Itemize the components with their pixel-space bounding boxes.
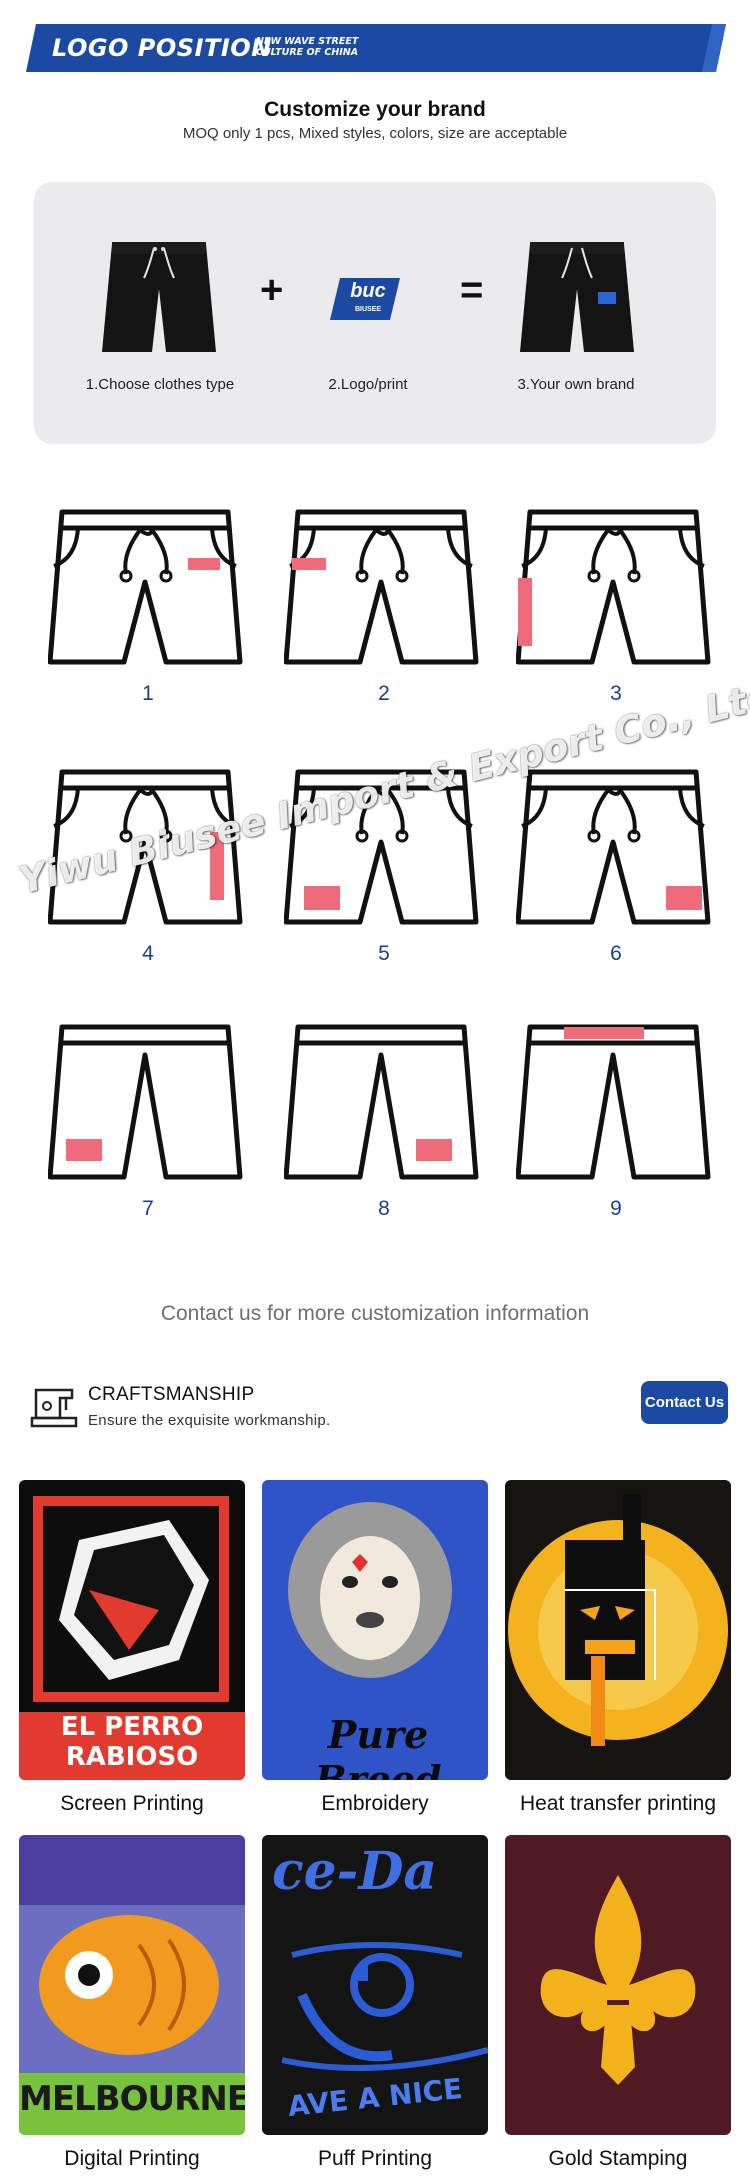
banner-subtitle: NEW WAVE STREET CULTURE OF CHINA xyxy=(256,36,416,58)
logo-mark-leg-side-right xyxy=(210,832,224,900)
technique-label: Digital Printing xyxy=(64,2147,200,2170)
plus-sign: + xyxy=(260,268,284,312)
shorts-outline-icon xyxy=(515,1024,711,1180)
technique-label: Embroidery xyxy=(321,1792,429,1815)
logo-mark-hem-left xyxy=(304,886,340,910)
position-number: 4 xyxy=(142,942,154,965)
gold-stamping-image xyxy=(505,1835,731,2135)
logo-position-2: 2 xyxy=(283,500,484,710)
banner-subtitle-line2: CULTURE OF CHINA xyxy=(256,47,359,58)
logo-mark-hem-right xyxy=(666,886,702,910)
heat-transfer-image xyxy=(505,1480,731,1780)
shorts-outline-icon xyxy=(283,509,479,665)
branded-shorts-image xyxy=(520,242,634,352)
position-number: 1 xyxy=(142,682,154,705)
black-shorts-image xyxy=(102,242,216,352)
position-number: 2 xyxy=(378,682,390,705)
position-number: 8 xyxy=(378,1197,390,1220)
contact-info-text: Contact us for more customization inform… xyxy=(160,1302,590,1325)
technique-digital-printing: MELBOURNE Digital Printing xyxy=(19,1835,245,2171)
customize-title: Customize your brand xyxy=(264,98,486,121)
technique-label: Heat transfer printing xyxy=(519,1792,717,1815)
logo-mark-pocket-right xyxy=(188,558,220,570)
shorts-outline-icon xyxy=(283,769,479,925)
logo-position-4: 4 xyxy=(47,760,248,970)
position-number: 3 xyxy=(610,682,622,705)
position-number: 9 xyxy=(610,1197,622,1220)
technique-heat-transfer: Heat transfer printing xyxy=(505,1480,731,1816)
step-1-label: 1.Choose clothes type xyxy=(85,376,235,393)
digital-printing-image: MELBOURNE xyxy=(19,1835,245,2135)
logo-mark-back-hem-right xyxy=(416,1139,452,1161)
process-panel: + buc BIUSEE = 1.Choose clothes type 2.L… xyxy=(34,182,716,444)
shorts-outline-icon xyxy=(515,769,711,925)
logo-position-8: 8 xyxy=(283,1015,484,1225)
logo-mark-back-hem-left xyxy=(66,1139,102,1161)
position-number: 5 xyxy=(378,942,390,965)
craftsmanship-title: CRAFTSMANSHIP xyxy=(88,1384,255,1405)
banner-subtitle-line1: NEW WAVE STREET xyxy=(256,36,359,47)
screen-print-text: EL PERRO RABIOSO xyxy=(60,1712,204,1772)
logo-position-6: 6 xyxy=(515,760,716,970)
banner-background xyxy=(26,24,726,72)
buc-logo-icon xyxy=(330,278,400,320)
logo-mark-back-waist xyxy=(564,1027,644,1039)
logo-text: buc xyxy=(350,280,386,302)
position-number: 7 xyxy=(142,1197,154,1220)
logo-position-1: 1 xyxy=(47,500,248,710)
digital-print-text: MELBOURNE xyxy=(19,2079,245,2119)
shorts-outline-icon xyxy=(283,1024,479,1180)
sewing-machine-icon xyxy=(30,1388,78,1428)
logo-position-9: 9 xyxy=(515,1015,716,1225)
embroidery-image: Pure Breed xyxy=(262,1480,488,1780)
shorts-outline-icon xyxy=(515,509,711,665)
contact-us-button[interactable]: Contact Us xyxy=(641,1381,728,1424)
puff-printing-image: ce-Da AVE A NICE xyxy=(262,1835,488,2135)
technique-label: Screen Printing xyxy=(60,1792,204,1815)
puff-print-text: ce-Da xyxy=(272,1841,438,1902)
header-banner: LOGO POSITION NEW WAVE STREET CULTURE OF… xyxy=(26,24,726,72)
equals-sign: = xyxy=(460,268,484,312)
step-3-label: 3.Your own brand xyxy=(517,376,635,393)
logo-position-7: 7 xyxy=(47,1015,248,1225)
logo-position-3: 3 xyxy=(515,500,716,710)
logo-subtext: BIUSEE xyxy=(354,306,382,313)
logo-position-5: 5 xyxy=(283,760,484,970)
logo-mark-pocket-left xyxy=(292,558,326,570)
customize-subtitle: MOQ only 1 pcs, Mixed styles, colors, si… xyxy=(182,125,568,142)
logo-mark-leg-side-left xyxy=(518,578,532,646)
technique-screen-printing: EL PERRO RABIOSO Screen Printing xyxy=(19,1480,245,1816)
technique-gold-stamping: Gold Stamping xyxy=(505,1835,731,2171)
embroidery-text: Pure Breed xyxy=(314,1712,442,1780)
shorts-outline-icon xyxy=(47,509,243,665)
shorts-outline-icon xyxy=(47,769,243,925)
shorts-outline-icon xyxy=(47,1024,243,1180)
craftsmanship-subtitle: Ensure the exquisite workmanship. xyxy=(88,1412,331,1429)
step-2-label: 2.Logo/print xyxy=(328,376,408,393)
banner-title: LOGO POSITION xyxy=(52,34,272,62)
position-number: 6 xyxy=(610,942,622,965)
screen-printing-image: EL PERRO RABIOSO xyxy=(19,1480,245,1780)
technique-puff-printing: ce-Da AVE A NICE Puff Printing xyxy=(262,1835,488,2171)
technique-label: Gold Stamping xyxy=(548,2147,688,2170)
technique-embroidery: Pure Breed Embroidery xyxy=(262,1480,488,1816)
technique-label: Puff Printing xyxy=(317,2147,432,2170)
